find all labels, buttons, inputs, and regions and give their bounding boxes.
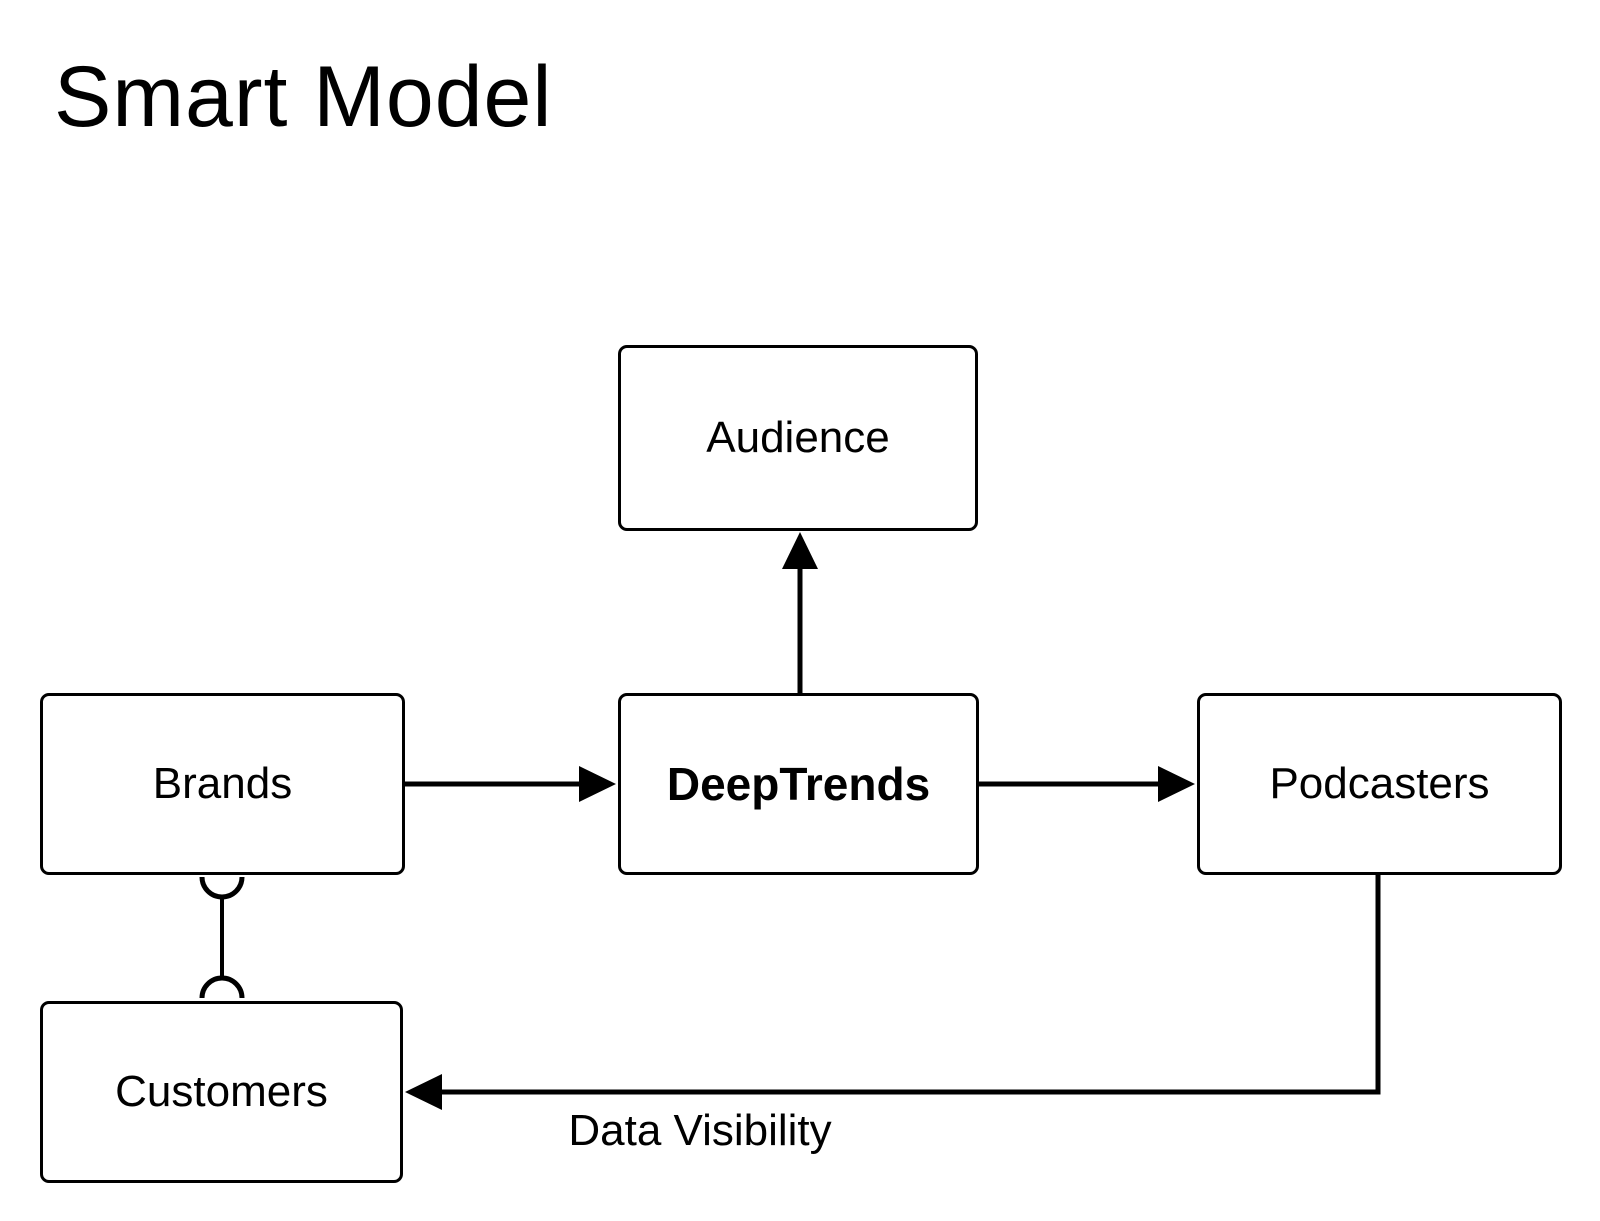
edge-label-data-visibility: Data Visibility xyxy=(568,1106,832,1155)
node-podcasters-label: Podcasters xyxy=(1269,759,1490,808)
page-title: Smart Model xyxy=(54,49,553,145)
node-brands-label: Brands xyxy=(152,759,293,808)
arrowhead-right-icon xyxy=(579,766,616,802)
edge-deeptrends-podcasters xyxy=(979,766,1195,802)
node-customers-label: Customers xyxy=(115,1067,328,1116)
node-audience-label: Audience xyxy=(706,413,890,462)
arrowhead-left-icon xyxy=(405,1074,442,1110)
edge-brands-customers xyxy=(199,876,245,999)
node-deeptrends-label: DeepTrends xyxy=(666,758,931,810)
node-customers[interactable]: Customers xyxy=(40,1001,403,1183)
node-audience[interactable]: Audience xyxy=(618,345,978,531)
edge-brands-deeptrends xyxy=(405,766,616,802)
edge-deeptrends-audience xyxy=(782,532,818,693)
node-brands[interactable]: Brands xyxy=(40,693,405,875)
arc-cap-top-icon xyxy=(199,876,245,900)
arc-cap-bottom-icon xyxy=(199,975,245,999)
arrowhead-right-icon xyxy=(1158,766,1195,802)
edge-podcasters-customers xyxy=(405,875,1381,1110)
node-deeptrends[interactable]: DeepTrends xyxy=(618,693,979,875)
arrowhead-up-icon xyxy=(782,532,818,569)
node-podcasters[interactable]: Podcasters xyxy=(1197,693,1562,875)
